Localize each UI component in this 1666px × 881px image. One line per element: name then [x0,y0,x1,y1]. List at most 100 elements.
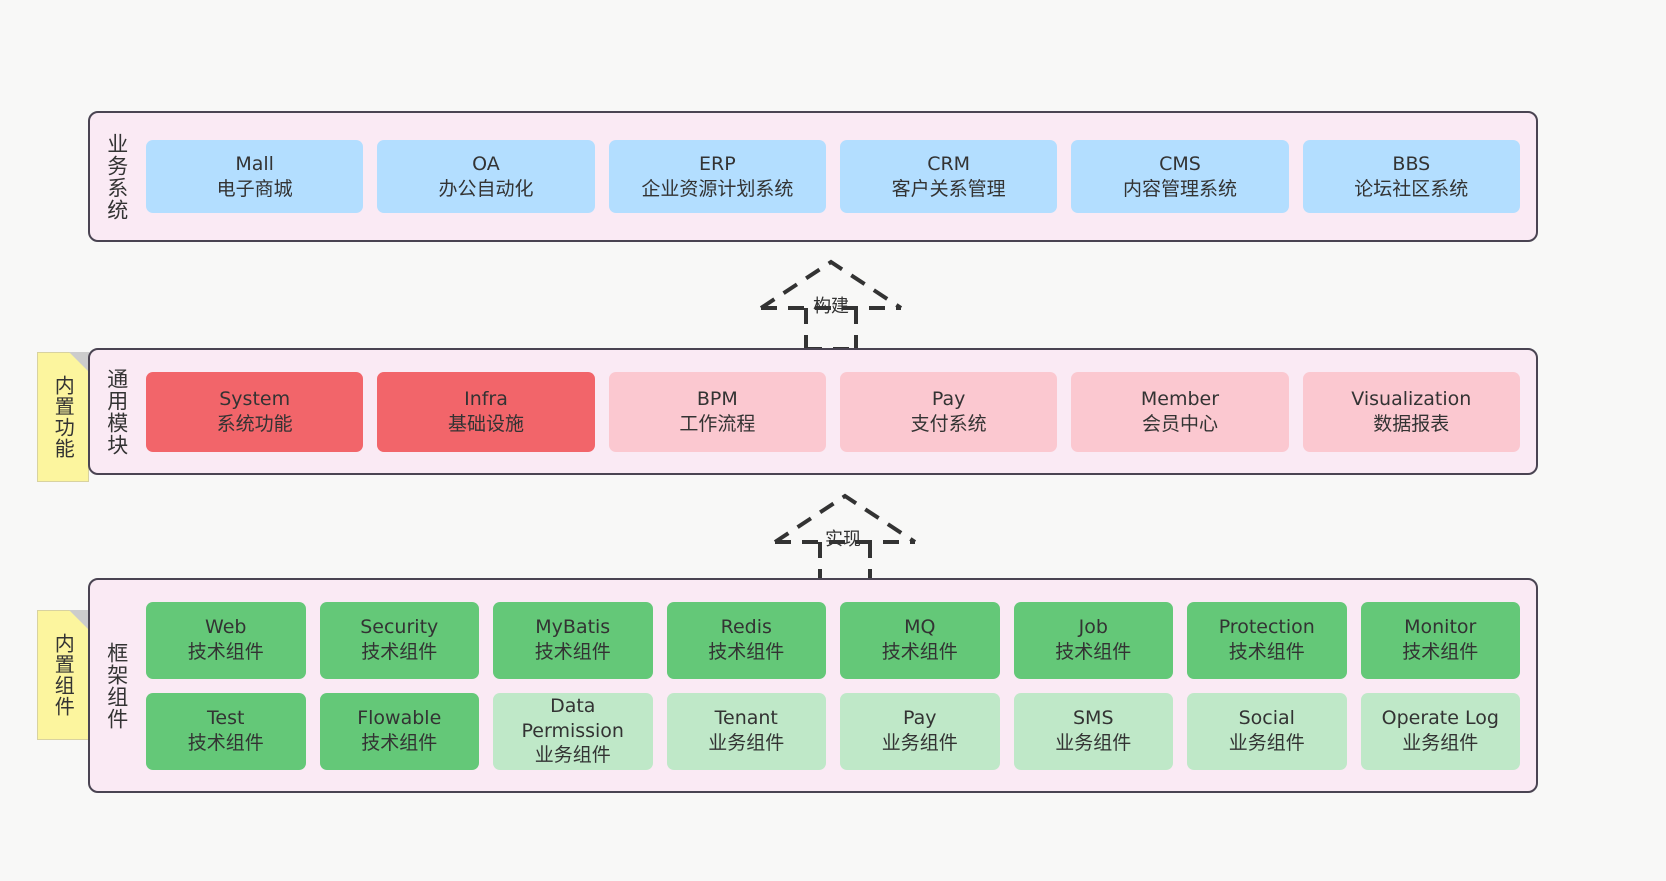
node-mq-name: MQ [904,616,936,639]
layer-title-framework-components: 框架组件 [104,641,129,730]
node-system-name: System [219,387,291,410]
layer-common-modules: 通用模块 System 系统功能 Infra 基础设施 BPM 工作流程 Pay… [88,348,1538,475]
node-data-permission-desc: 业务组件 [534,744,611,767]
node-test-name: Test [207,707,245,730]
node-bbs-name: BBS [1392,152,1431,175]
node-redis-desc: 技术组件 [708,641,785,663]
note-builtin-component-text: 内置组件 [51,633,76,717]
node-bpm[interactable]: BPM 工作流程 [608,371,826,452]
node-data-permission[interactable]: Data Permission 业务组件 [493,692,653,770]
node-pay-module[interactable]: Pay 支付系统 [839,371,1058,452]
node-mybatis-desc: 技术组件 [534,641,611,663]
layer-business-systems: 业务系统 Mall 电子商城 OA 办公自动化 ERP 企业资源计划系统 CRM… [88,111,1538,242]
node-redis-name: Redis [720,616,772,639]
node-crm[interactable]: CRM 客户关系管理 [839,140,1058,213]
node-oa[interactable]: OA 办公自动化 [377,140,595,213]
layer-body-framework-components: Web 技术组件 Security 技术组件 MyBatis 技术组件 Redi… [142,580,1536,791]
layer-body-business-systems: Mall 电子商城 OA 办公自动化 ERP 企业资源计划系统 CRM 客户关系… [142,113,1536,240]
node-infra[interactable]: Infra 基础设施 [377,371,595,452]
node-system-desc: 系统功能 [216,412,293,435]
row-business-components: Test 技术组件 Flowable 技术组件 Data Permission … [146,692,1520,770]
node-bpm-name: BPM [696,387,738,410]
node-bbs-desc: 论坛社区系统 [1354,177,1469,200]
node-visualization-name: Visualization [1351,387,1472,410]
connector-implement-label: 实现 [825,529,861,550]
node-cms-name: CMS [1159,152,1201,175]
node-tenant[interactable]: Tenant 业务组件 [666,692,826,770]
node-crm-name: CRM [927,152,971,175]
node-protection[interactable]: Protection 技术组件 [1187,601,1347,679]
node-flowable-desc: 技术组件 [361,732,438,754]
row-common-modules: System 系统功能 Infra 基础设施 BPM 工作流程 Pay 支付系统… [146,371,1520,452]
node-cms[interactable]: CMS 内容管理系统 [1071,140,1289,213]
node-tenant-name: Tenant [714,707,778,730]
node-protection-desc: 技术组件 [1228,641,1305,663]
node-operate-log-name: Operate Log [1381,707,1499,730]
node-bbs[interactable]: BBS 论坛社区系统 [1302,140,1520,213]
layer-title-business-systems: 业务系统 [104,132,129,221]
node-operate-log-desc: 业务组件 [1402,732,1479,754]
node-redis[interactable]: Redis 技术组件 [666,601,826,679]
node-social[interactable]: Social 业务组件 [1187,692,1347,770]
node-monitor[interactable]: Monitor 技术组件 [1360,601,1520,679]
node-mall-desc: 电子商城 [216,177,293,200]
node-bpm-desc: 工作流程 [679,412,756,435]
node-monitor-name: Monitor [1404,616,1477,639]
node-mall-name: Mall [235,152,274,175]
node-member-name: Member [1140,387,1220,410]
node-sms-name: SMS [1072,707,1114,730]
layer-body-common-modules: System 系统功能 Infra 基础设施 BPM 工作流程 Pay 支付系统… [142,350,1536,473]
node-mall[interactable]: Mall 电子商城 [146,140,364,213]
node-job-name: Job [1078,616,1108,639]
node-pay-component-desc: 业务组件 [881,732,958,754]
node-mybatis[interactable]: MyBatis 技术组件 [493,601,653,679]
node-web[interactable]: Web 技术组件 [146,601,306,679]
layer-framework-components: 框架组件 Web 技术组件 Security 技术组件 MyBatis 技术组件… [88,578,1538,793]
row-technical-components: Web 技术组件 Security 技术组件 MyBatis 技术组件 Redi… [146,601,1520,679]
node-tenant-desc: 业务组件 [708,732,785,754]
node-test[interactable]: Test 技术组件 [146,692,306,770]
node-mq[interactable]: MQ 技术组件 [840,601,1000,679]
node-flowable[interactable]: Flowable 技术组件 [319,692,479,770]
note-builtin-function: 内置功能 [37,352,89,482]
row-business-systems: Mall 电子商城 OA 办公自动化 ERP 企业资源计划系统 CRM 客户关系… [146,140,1520,213]
node-erp-desc: 企业资源计划系统 [641,177,794,200]
node-test-desc: 技术组件 [187,732,264,754]
node-oa-name: OA [472,152,500,175]
node-oa-desc: 办公自动化 [438,177,534,200]
node-visualization-desc: 数据报表 [1373,412,1450,435]
node-crm-desc: 客户关系管理 [891,177,1006,200]
node-data-permission-name: Data Permission [521,694,624,742]
node-operate-log[interactable]: Operate Log 业务组件 [1360,692,1520,770]
node-pay-component-name: Pay [903,707,937,730]
node-sms[interactable]: SMS 业务组件 [1013,692,1173,770]
node-system[interactable]: System 系统功能 [146,371,364,452]
node-erp[interactable]: ERP 企业资源计划系统 [608,140,826,213]
node-cms-desc: 内容管理系统 [1122,177,1237,200]
node-member-desc: 会员中心 [1141,412,1218,435]
node-infra-name: Infra [464,387,508,410]
node-security-name: Security [360,616,439,639]
note-builtin-component: 内置组件 [37,610,89,740]
node-mq-desc: 技术组件 [881,641,958,663]
node-security[interactable]: Security 技术组件 [319,601,479,679]
node-pay-module-name: Pay [931,387,966,410]
node-pay-component[interactable]: Pay 业务组件 [840,692,1000,770]
node-pay-module-desc: 支付系统 [910,412,987,435]
node-protection-name: Protection [1218,616,1315,639]
node-web-desc: 技术组件 [187,641,264,663]
node-visualization[interactable]: Visualization 数据报表 [1302,371,1520,452]
layer-title-common-modules: 通用模块 [104,367,129,456]
node-erp-name: ERP [698,152,736,175]
node-monitor-desc: 技术组件 [1402,641,1479,663]
note-builtin-function-text: 内置功能 [51,375,76,459]
node-member[interactable]: Member 会员中心 [1071,371,1289,452]
node-job-desc: 技术组件 [1055,641,1132,663]
node-flowable-name: Flowable [357,707,442,730]
node-web-name: Web [205,616,247,639]
node-security-desc: 技术组件 [361,641,438,663]
node-job[interactable]: Job 技术组件 [1013,601,1173,679]
node-infra-desc: 基础设施 [447,412,524,435]
node-sms-desc: 业务组件 [1055,732,1132,754]
connector-implement-arrow [770,490,920,585]
